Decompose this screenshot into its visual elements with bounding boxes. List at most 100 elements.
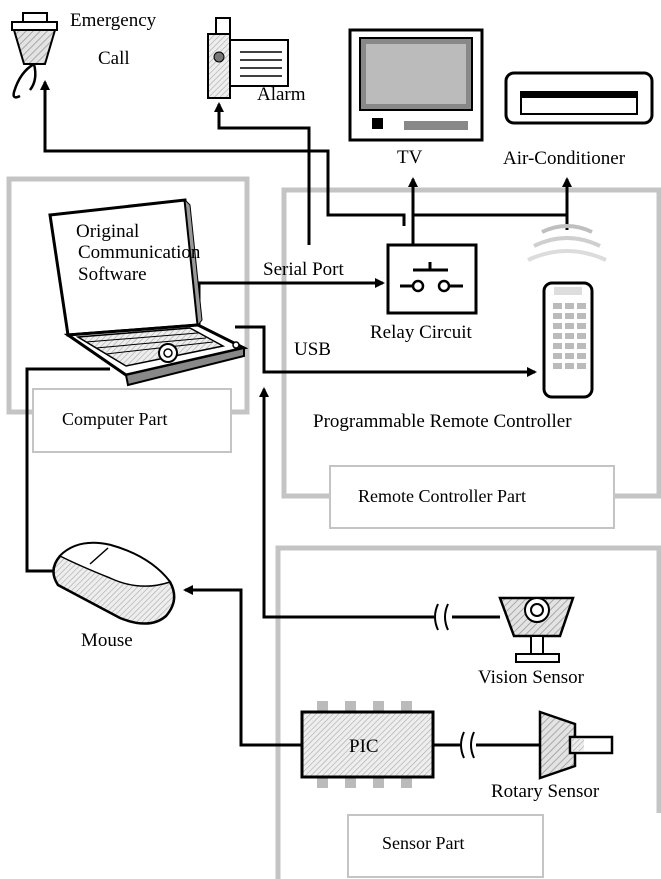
mouse-top-shade: [58, 542, 172, 587]
pic-body: [300, 710, 435, 779]
software-label-1: Original: [76, 221, 139, 242]
vision-sensor-line: [259, 387, 434, 619]
mouse-button-divider: [89, 547, 109, 565]
alarm-line: [214, 102, 311, 245]
pic-pin-bottom-1: [317, 776, 328, 788]
remote-part-frame: [281, 187, 661, 499]
remote-btn-19: [553, 363, 562, 369]
computer-part-label-box: [32, 388, 232, 453]
tv-ac-line: [411, 213, 569, 243]
break-mark-pic-2: [470, 731, 475, 759]
signal-wave-2: [533, 236, 601, 248]
laptop-base-front: [124, 346, 245, 387]
remote-btn-7: [553, 323, 562, 329]
usb-label: USB: [294, 339, 331, 360]
remote-btn-11: [565, 333, 574, 339]
software-label-2: Communication: [78, 242, 201, 263]
mouse-left-line: [25, 367, 110, 573]
pic-pin-top-3: [373, 701, 384, 713]
pic-pin-bottom-3: [373, 776, 384, 788]
tv-screen-inner: [366, 44, 466, 104]
remote-btn-17: [565, 353, 574, 359]
alarm-indicator: [213, 51, 225, 63]
pic-device: [300, 701, 435, 788]
emergency-call-cord: [12, 62, 35, 99]
remote-btn-8: [565, 323, 574, 329]
remote-controller-label: Programmable Remote Controller: [313, 411, 572, 432]
laptop-trackpad-center: [163, 348, 173, 358]
sensor-part-label-box: [347, 814, 544, 878]
laptop-screen-shadow: [184, 198, 203, 327]
pic-pin-top-2: [345, 701, 356, 713]
remote-btn-4: [553, 313, 562, 319]
vision-sensor-base: [515, 653, 560, 663]
rotary-sensor-label: Rotary Sensor: [491, 781, 600, 802]
relay-contact-left: [411, 279, 425, 293]
remote-top-window: [554, 287, 582, 295]
remote-btn-6: [577, 313, 586, 319]
tv-label: TV: [397, 147, 423, 168]
remote-btn-16: [553, 353, 562, 359]
emergency-call-label-1: Emergency: [70, 10, 157, 31]
remote-btn-3: [577, 303, 586, 309]
air-conditioner-device: [504, 71, 654, 125]
remote-btn-9: [577, 323, 586, 329]
connections: [25, 80, 572, 747]
pic-pin-bottom-4: [401, 776, 412, 788]
remote-btn-20: [565, 363, 574, 369]
serial-port-label: Serial Port: [263, 259, 344, 280]
group-frames: [6, 176, 661, 879]
pic-pin-bottom-2: [345, 776, 356, 788]
sensor-part-label: Sensor Part: [382, 833, 465, 853]
remote-controller-device: [527, 224, 607, 399]
alarm-device: [207, 17, 289, 99]
computer-part-label: Computer Part: [62, 409, 168, 429]
emergency-call-cap: [11, 21, 58, 31]
emergency-call-cord-loop: [28, 63, 37, 91]
line-break-marks: [434, 603, 475, 759]
alarm-body: [225, 39, 289, 87]
remote-btn-10: [553, 333, 562, 339]
break-mark-vision-1: [434, 603, 439, 631]
tv-device: [348, 28, 484, 142]
remote-btn-15: [577, 343, 586, 349]
mouse-label: Mouse: [81, 630, 133, 651]
rotary-sensor-shaft-tip: [572, 739, 584, 751]
remote-btn-1: [553, 303, 562, 309]
relay-box: [386, 243, 478, 315]
remote-part-label-box: [329, 465, 615, 529]
break-mark-vision-2: [444, 603, 449, 631]
usb-line: [235, 325, 537, 377]
signal-wave-1: [541, 224, 593, 234]
pic-pin-top-1: [317, 701, 328, 713]
tv-power-button: [372, 118, 383, 129]
rotary-sensor-body: [538, 710, 577, 780]
laptop-key-row-2: [95, 337, 207, 349]
remote-btn-21: [577, 363, 586, 369]
emergency-call-label-2: Call: [98, 48, 130, 69]
remote-btn-5: [565, 313, 574, 319]
emergency-call-device: [11, 12, 58, 99]
remote-body: [542, 281, 594, 399]
vision-sensor-device: [498, 596, 575, 663]
vision-sensor-lens-inner: [530, 603, 544, 617]
remote-part-label: Remote Controller Part: [358, 486, 526, 506]
vision-sensor-label: Vision Sensor: [478, 667, 585, 688]
mouse-device: [52, 541, 176, 625]
serial-port-line: [197, 278, 385, 330]
ac-vent-inner: [521, 92, 637, 98]
relay-circuit-label: Relay Circuit: [370, 322, 473, 343]
laptop-corner-button: [232, 341, 240, 349]
emergency-call-top: [22, 12, 48, 23]
laptop-keyboard: [75, 327, 226, 367]
laptop-device: [48, 198, 249, 387]
remote-btn-12: [577, 333, 586, 339]
remote-btn-14: [565, 343, 574, 349]
remote-btn-13: [553, 343, 562, 349]
mouse-pic-line: [183, 585, 302, 747]
alarm-top: [215, 17, 231, 35]
sensor-part-frame: [275, 545, 661, 879]
rotary-sensor-device: [538, 710, 614, 780]
relay-contact-right: [437, 279, 451, 293]
remote-btn-2: [565, 303, 574, 309]
